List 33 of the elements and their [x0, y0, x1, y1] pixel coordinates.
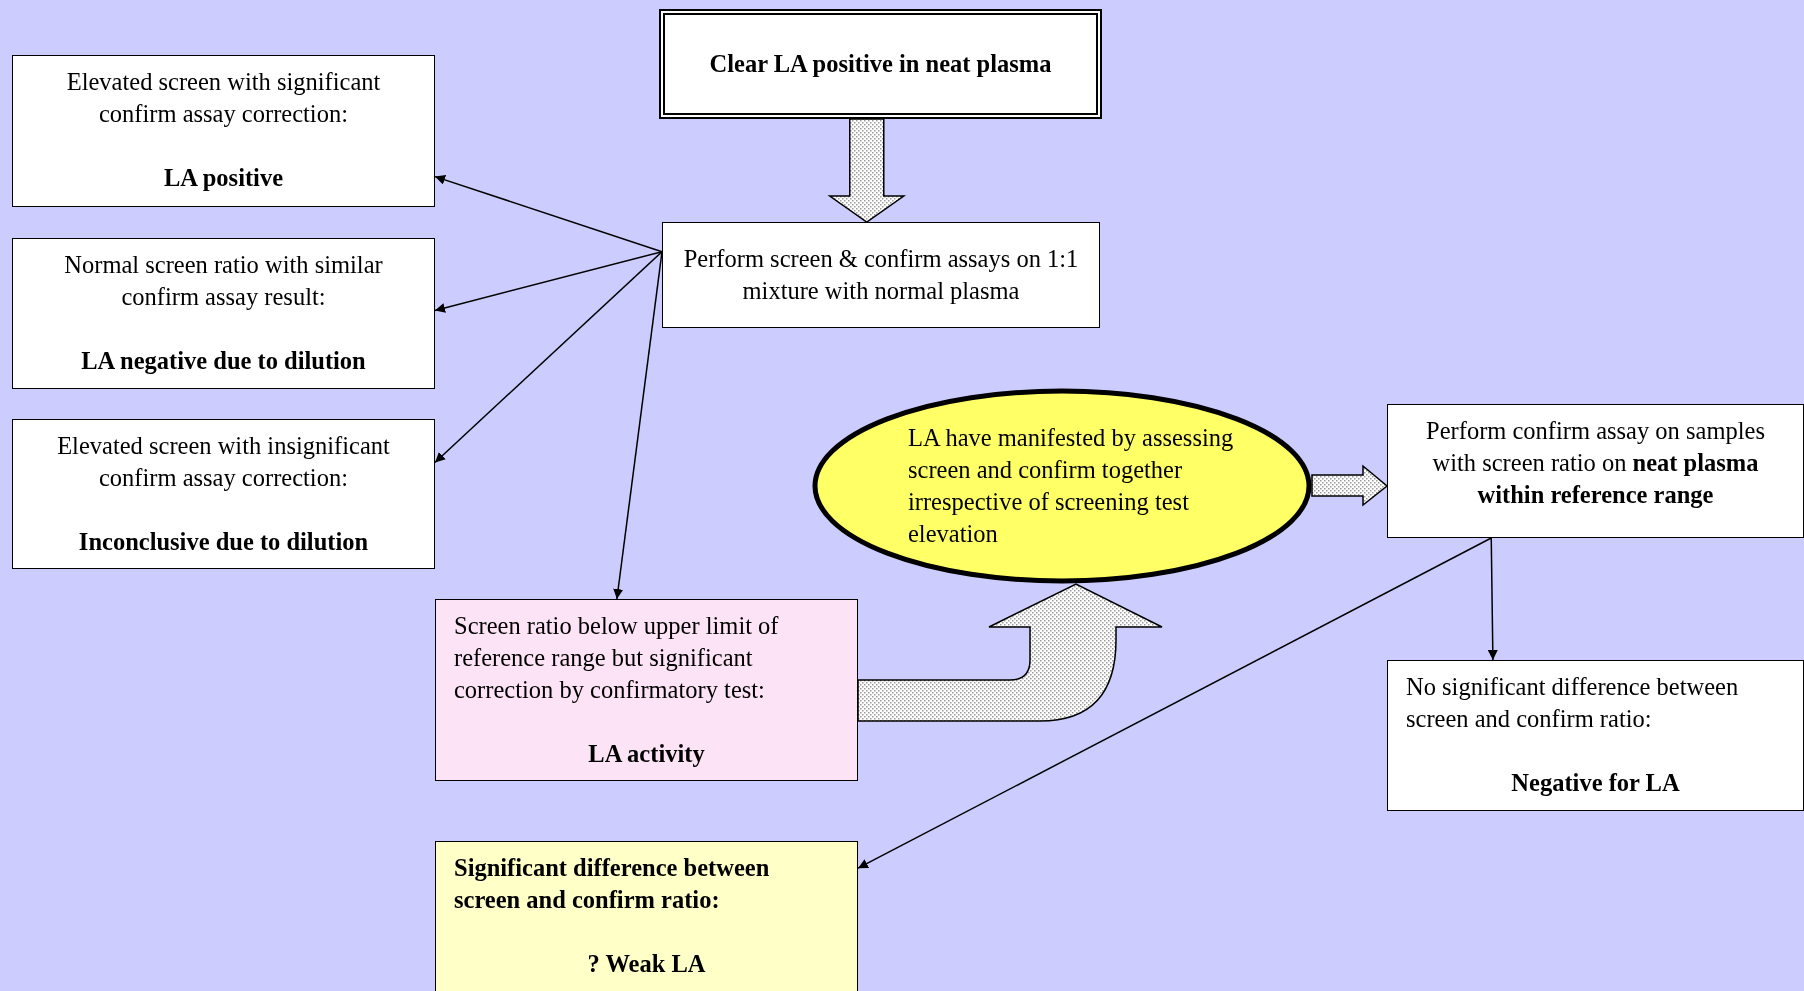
arrow — [1487, 537, 1498, 661]
process-box — [12, 55, 435, 207]
box-text: LA negative due to dilution — [80, 346, 367, 376]
process-box — [662, 222, 1100, 328]
arrow — [857, 537, 1492, 869]
process-box — [1387, 404, 1804, 538]
box-text: Significant difference between screen and confirm ratio: — [454, 853, 771, 915]
process-box — [659, 9, 1102, 119]
process-box — [435, 841, 858, 991]
block-arrow — [827, 118, 907, 223]
box-text: Perform screen & confirm assays on 1:1 mixture with normal plasma — [682, 244, 1080, 306]
arrow — [434, 250, 663, 313]
arrow — [434, 250, 663, 464]
ellipse-text: LA have manifested by assessing screen and confirm together irrespective of screening test elevation — [908, 423, 1235, 549]
box-text: Inconclusive due to dilution — [77, 527, 370, 557]
arrow — [434, 175, 663, 253]
box-text: ? Weak LA — [586, 949, 707, 979]
process-box — [435, 599, 858, 781]
box-text: Screen ratio below upper limit of reference range but significant correction by confirmatory test: — [454, 611, 780, 705]
box-text: Negative for LA — [1510, 768, 1681, 798]
box-text: Elevated screen with insignificant confirm assay correction: — [56, 431, 391, 493]
process-box — [12, 419, 435, 569]
box-text: Elevated screen with significant confirm assay correction: — [65, 67, 382, 129]
block-arrow — [857, 583, 1163, 722]
box-text: LA activity — [587, 739, 706, 769]
box-text: LA positive — [162, 163, 285, 193]
block-arrow — [1311, 464, 1389, 507]
process-box — [12, 238, 435, 389]
box-text: Clear LA positive in neat plasma — [708, 49, 1053, 79]
process-box — [1387, 660, 1804, 811]
box-text: Normal screen ratio with similar confirm assay result: — [63, 250, 384, 312]
box-text: Perform confirm assay on samples with screen ratio on neat plasma within reference range — [1425, 416, 1766, 510]
box-text: No significant difference between screen and confirm ratio: — [1406, 672, 1740, 734]
